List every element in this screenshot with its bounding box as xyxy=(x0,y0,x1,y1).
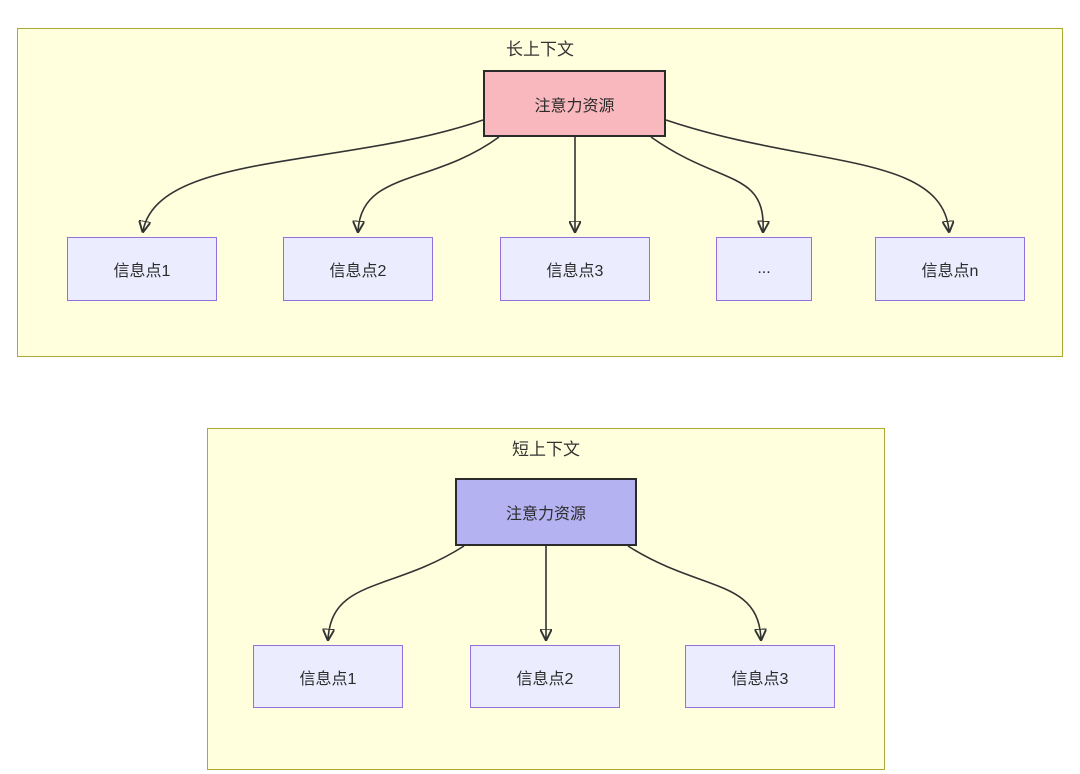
info-node-long-ellipsis: ... xyxy=(716,237,812,301)
attention-resource-node-short: 注意力资源 xyxy=(455,478,637,546)
attention-resource-label-short: 注意力资源 xyxy=(505,506,586,523)
info-node-long-1: 信息点1 xyxy=(67,237,217,301)
long-context-title: 长上下文 xyxy=(506,40,574,59)
info-node-short-3: 信息点3 xyxy=(685,645,835,708)
short-context-title: 短上下文 xyxy=(512,440,580,459)
info-node-label: 信息点1 xyxy=(299,670,357,688)
info-node-label: 信息点3 xyxy=(731,670,789,688)
info-node-label: 信息点2 xyxy=(329,263,387,280)
info-node-label: 信息点1 xyxy=(113,263,171,280)
info-node-long-n: 信息点n xyxy=(875,237,1025,301)
info-node-label: ... xyxy=(757,260,771,277)
attention-resource-label-long: 注意力资源 xyxy=(534,97,615,115)
info-node-label: 信息点2 xyxy=(516,670,574,688)
info-node-label: 信息点n xyxy=(921,263,979,280)
info-node-short-2: 信息点2 xyxy=(470,645,620,708)
info-node-long-2: 信息点2 xyxy=(283,237,433,301)
info-node-long-3: 信息点3 xyxy=(500,237,650,301)
info-node-short-1: 信息点1 xyxy=(253,645,403,708)
info-node-label: 信息点3 xyxy=(546,263,604,280)
attention-resource-node-long: 注意力资源 xyxy=(483,70,666,137)
